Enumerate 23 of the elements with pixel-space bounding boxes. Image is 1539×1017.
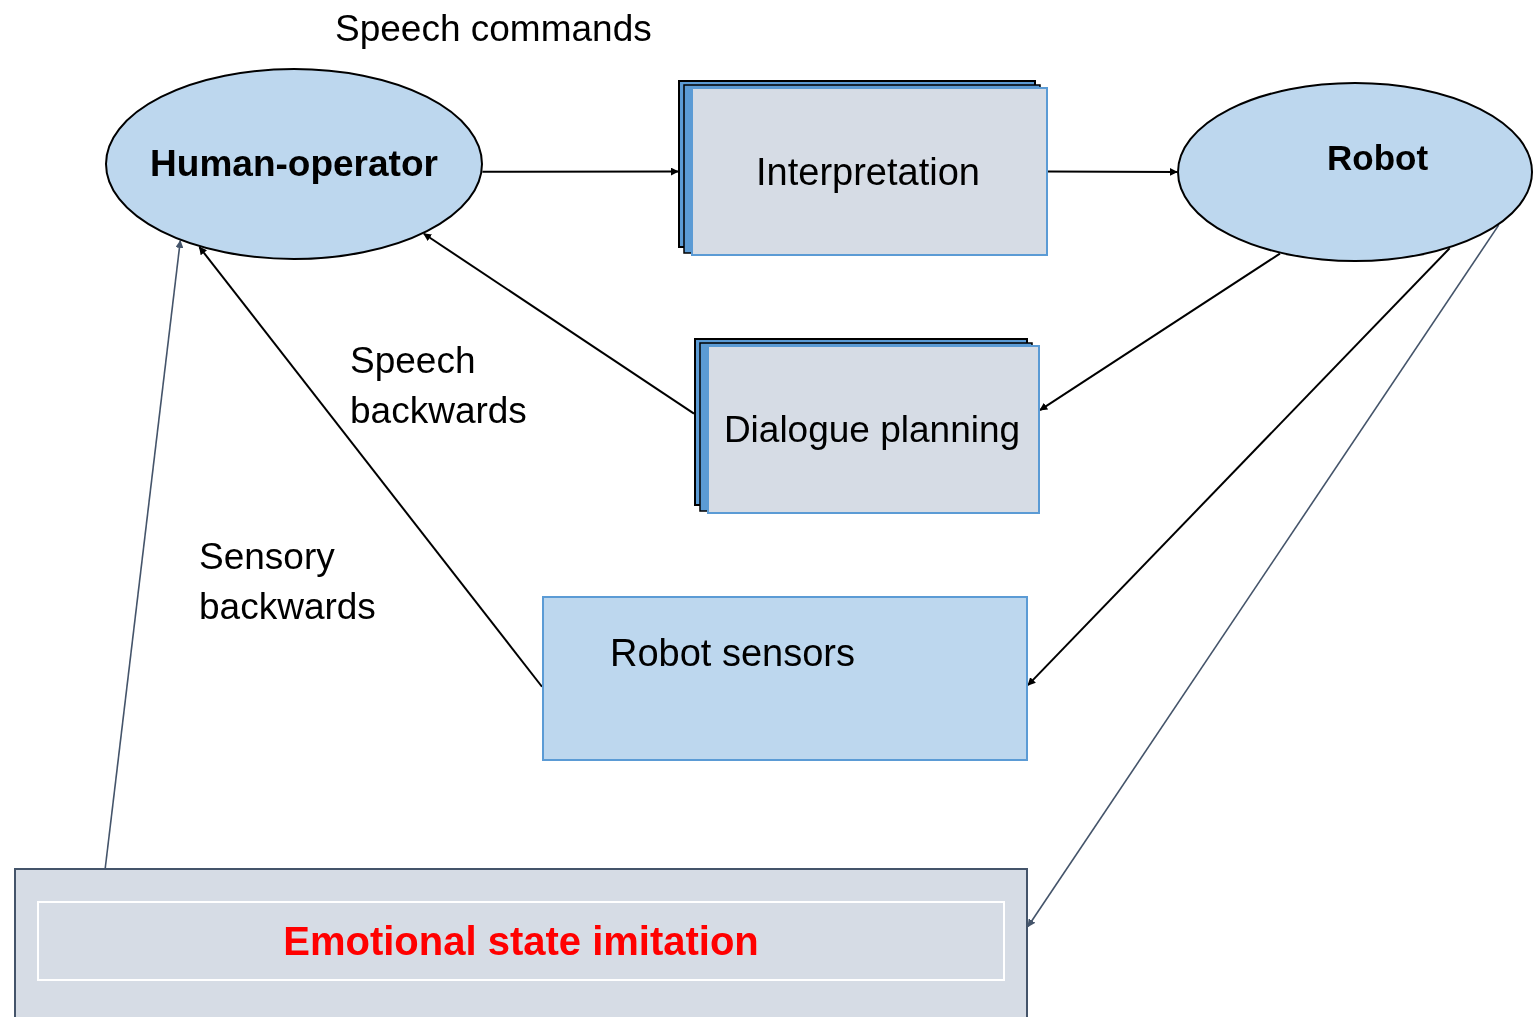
stacked-process-box (694, 338, 1040, 514)
node-label: Human-operator (150, 143, 438, 185)
process-box (14, 868, 1028, 1017)
ellipse-node (1177, 82, 1533, 262)
arrow (198, 246, 543, 688)
arrow (104, 239, 184, 869)
arrow (1027, 224, 1500, 928)
node-label: Interpretation (756, 150, 980, 193)
arrow (1039, 252, 1281, 412)
arrow (1047, 167, 1178, 176)
ellipse-node (105, 68, 483, 260)
arrow (1027, 247, 1451, 687)
annotation-text: Speech backwards (350, 339, 528, 433)
node-label: Robot sensors (610, 632, 855, 675)
node-label: Emotional state imitation (283, 918, 759, 964)
node-label: Robot (1327, 138, 1429, 178)
arrow (481, 167, 679, 176)
node-label: Dialogue planning (723, 408, 1021, 451)
stacked-process-box (678, 80, 1048, 256)
arrow (422, 232, 695, 415)
annotation-text: Sensory backwards (199, 535, 377, 629)
annotation-text: Speech commands (335, 7, 652, 51)
process-box (542, 596, 1028, 761)
